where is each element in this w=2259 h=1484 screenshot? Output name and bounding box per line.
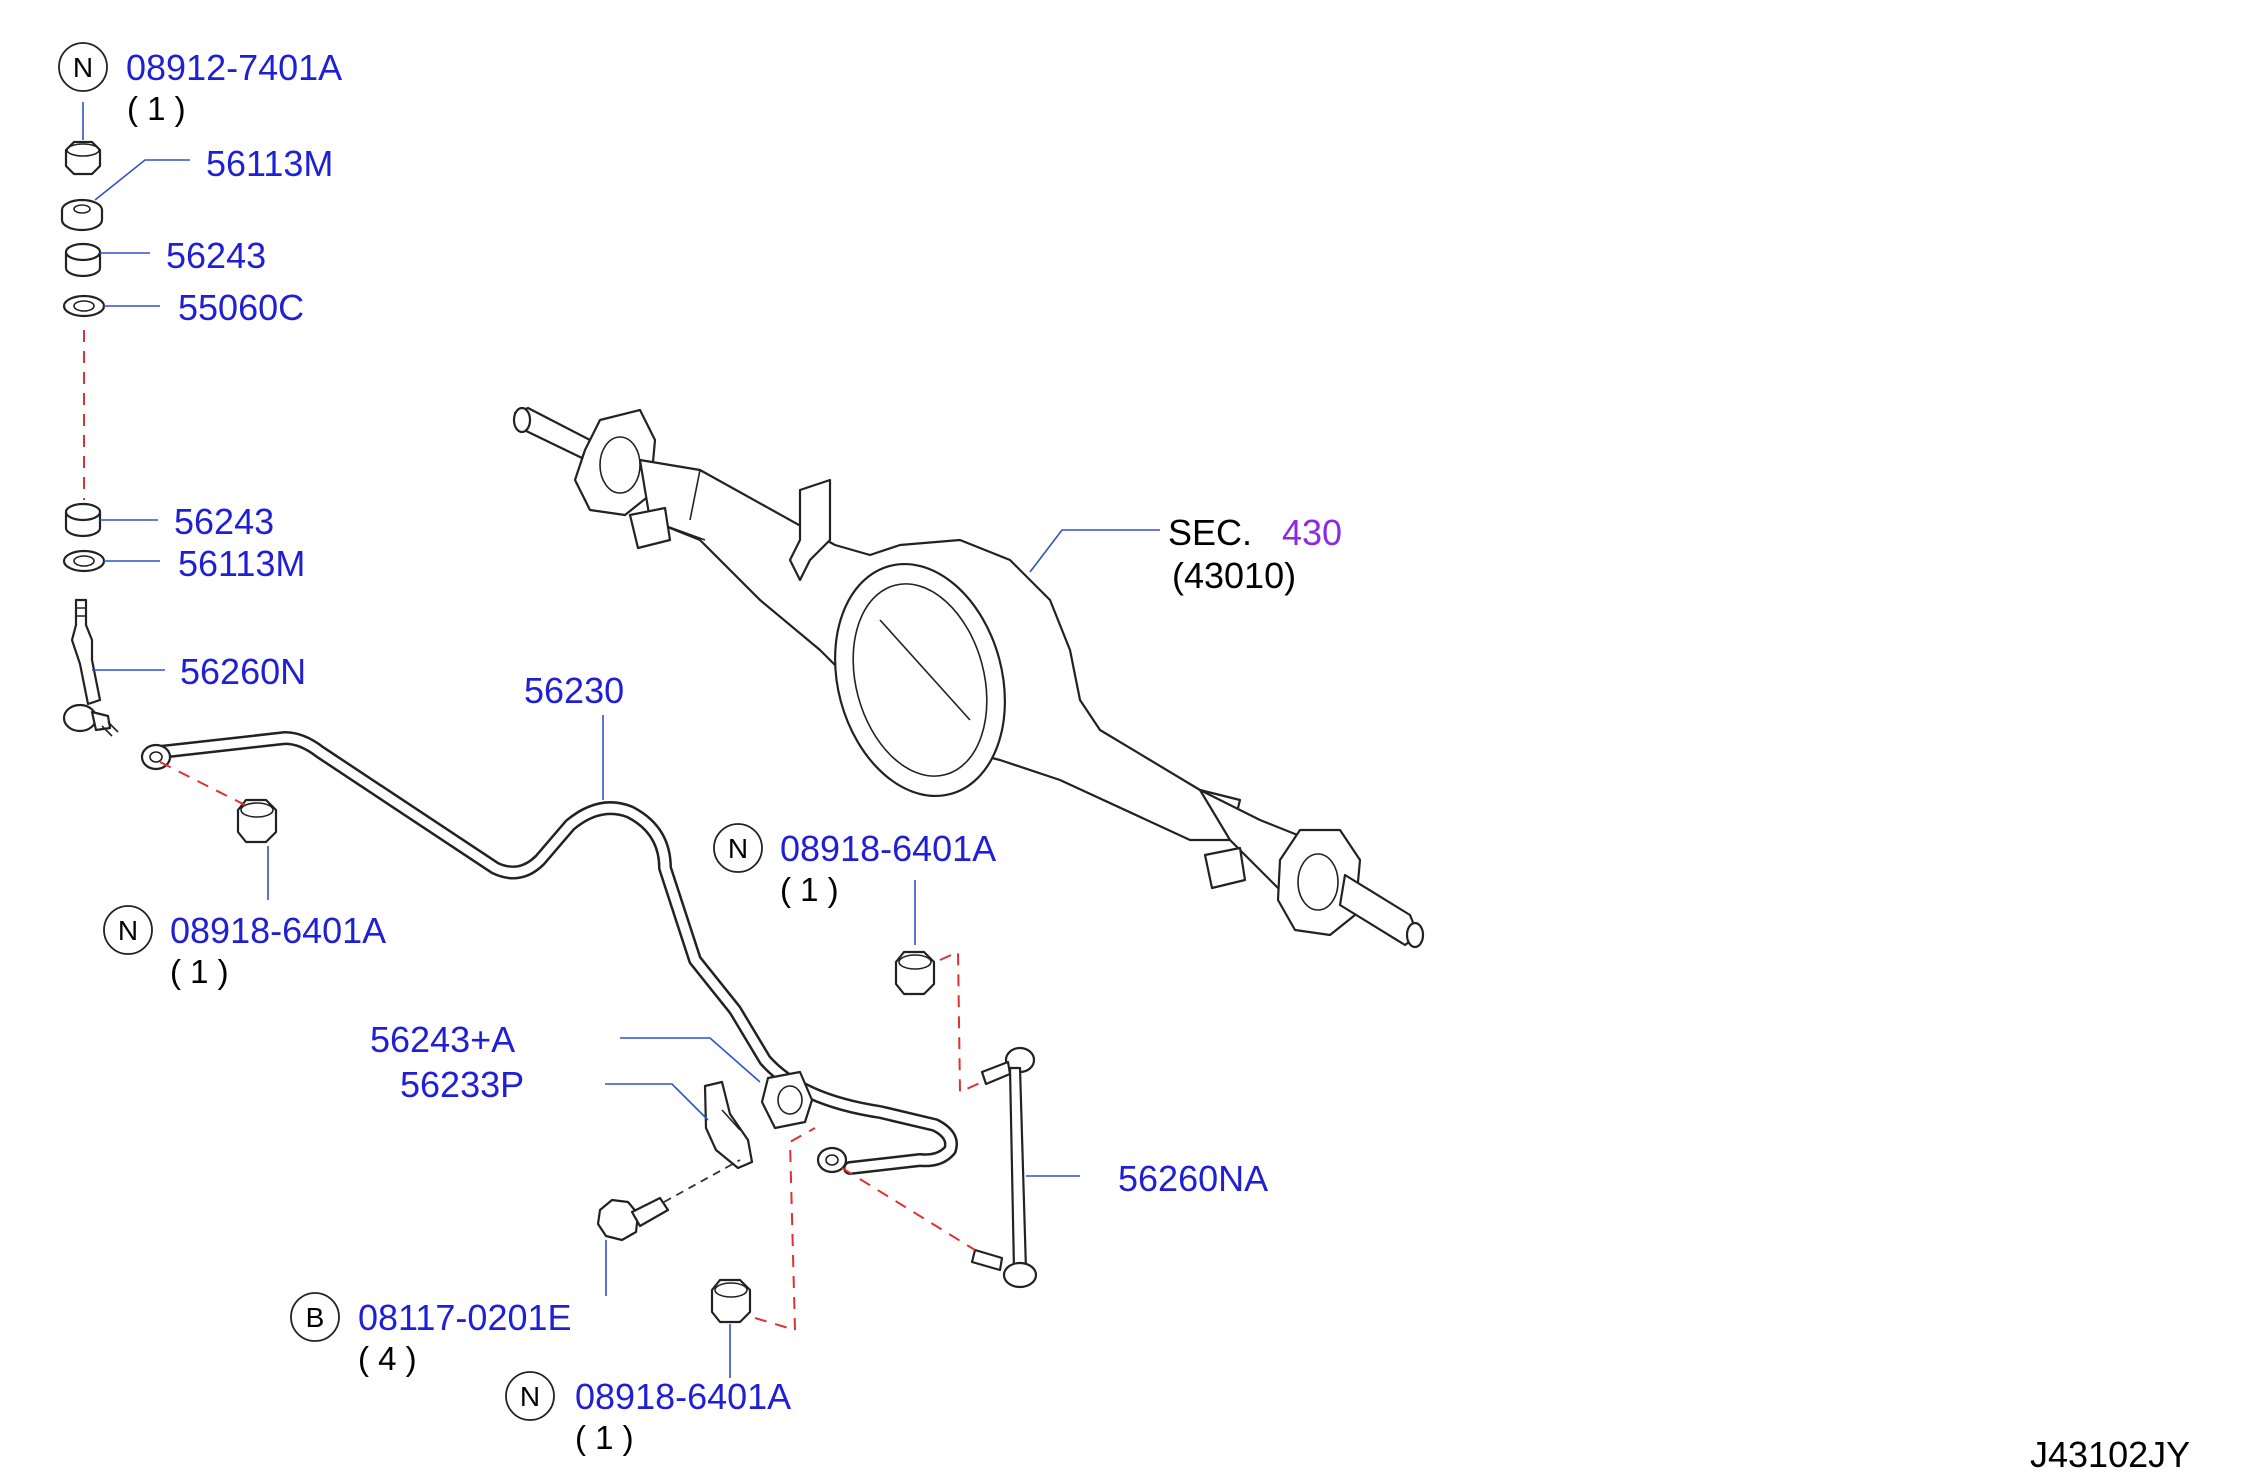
mark-circle-n: N (103, 905, 153, 955)
axle-housing-icon (512, 406, 1425, 949)
part-number-label[interactable]: 08918-6401A (170, 910, 386, 951)
phantom-line (841, 1167, 976, 1251)
part-number-label[interactable]: 08918-6401A (575, 1376, 791, 1417)
mark-circle-n: N (505, 1371, 555, 1421)
quantity-label: ( 1 ) (780, 871, 839, 908)
mark-letter: N (520, 1381, 540, 1412)
nut-icon (710, 1278, 752, 1324)
quantity-label: ( 1 ) (127, 90, 186, 127)
phantom-line (788, 1127, 816, 1331)
part-number-label[interactable]: 56113M (178, 543, 305, 584)
washer-icon (60, 198, 104, 232)
leader-line (1029, 529, 1160, 573)
phantom-line (663, 1159, 741, 1203)
part-number-label[interactable]: 56260N (180, 651, 306, 692)
mark-letter: N (73, 52, 93, 83)
phantom-line (754, 1317, 796, 1331)
leader-line (94, 159, 190, 201)
link-rod-icon (970, 1046, 1038, 1289)
bushing-icon (64, 242, 102, 278)
section-number-link[interactable]: 430 (1282, 512, 1342, 553)
section-prefix: SEC. (1168, 512, 1252, 553)
washer-icon (62, 294, 106, 318)
mark-circle-n: N (713, 823, 763, 873)
diagram-code: J43102JY (2030, 1434, 2190, 1475)
section-subgroup: (43010) (1172, 555, 1296, 596)
mark-circle-b: B (290, 1292, 340, 1342)
part-number-label[interactable]: 55060C (178, 287, 304, 328)
nut-icon (236, 798, 278, 844)
part-number-label[interactable]: 08117-0201E (358, 1297, 572, 1338)
quantity-label: ( 1 ) (170, 953, 229, 990)
clamp-icon (703, 1080, 754, 1170)
part-number-label[interactable]: 56260NA (1118, 1158, 1268, 1199)
mark-letter: N (728, 833, 748, 864)
quantity-label: ( 1 ) (575, 1419, 634, 1456)
mark-letter: B (306, 1302, 325, 1333)
bolt-icon (596, 1196, 670, 1242)
mark-circle-n: N (58, 42, 108, 92)
part-number-label[interactable]: 56230 (524, 670, 624, 711)
link-rod-icon (62, 598, 119, 737)
mark-letter: N (118, 915, 138, 946)
phantom-line (159, 761, 246, 806)
bushing-icon (64, 502, 102, 538)
phantom-line (939, 950, 983, 1094)
washer-icon (62, 549, 106, 573)
part-number-label[interactable]: 56243 (174, 501, 274, 542)
bar-bushing-icon (760, 1070, 814, 1130)
part-number-label[interactable]: 56243+A (370, 1019, 515, 1060)
part-number-label[interactable]: 56113M (206, 143, 333, 184)
nut-top-icon (64, 140, 102, 176)
quantity-label: ( 4 ) (358, 1340, 417, 1377)
nut-icon (894, 950, 936, 996)
part-number-label[interactable]: 56243 (166, 235, 266, 276)
part-number-label[interactable]: 08918-6401A (780, 828, 996, 869)
part-number-label[interactable]: 56233P (400, 1064, 524, 1105)
part-number-label[interactable]: 08912-7401A (126, 47, 342, 88)
leader-line (605, 1083, 709, 1121)
leader-line (620, 1037, 761, 1083)
